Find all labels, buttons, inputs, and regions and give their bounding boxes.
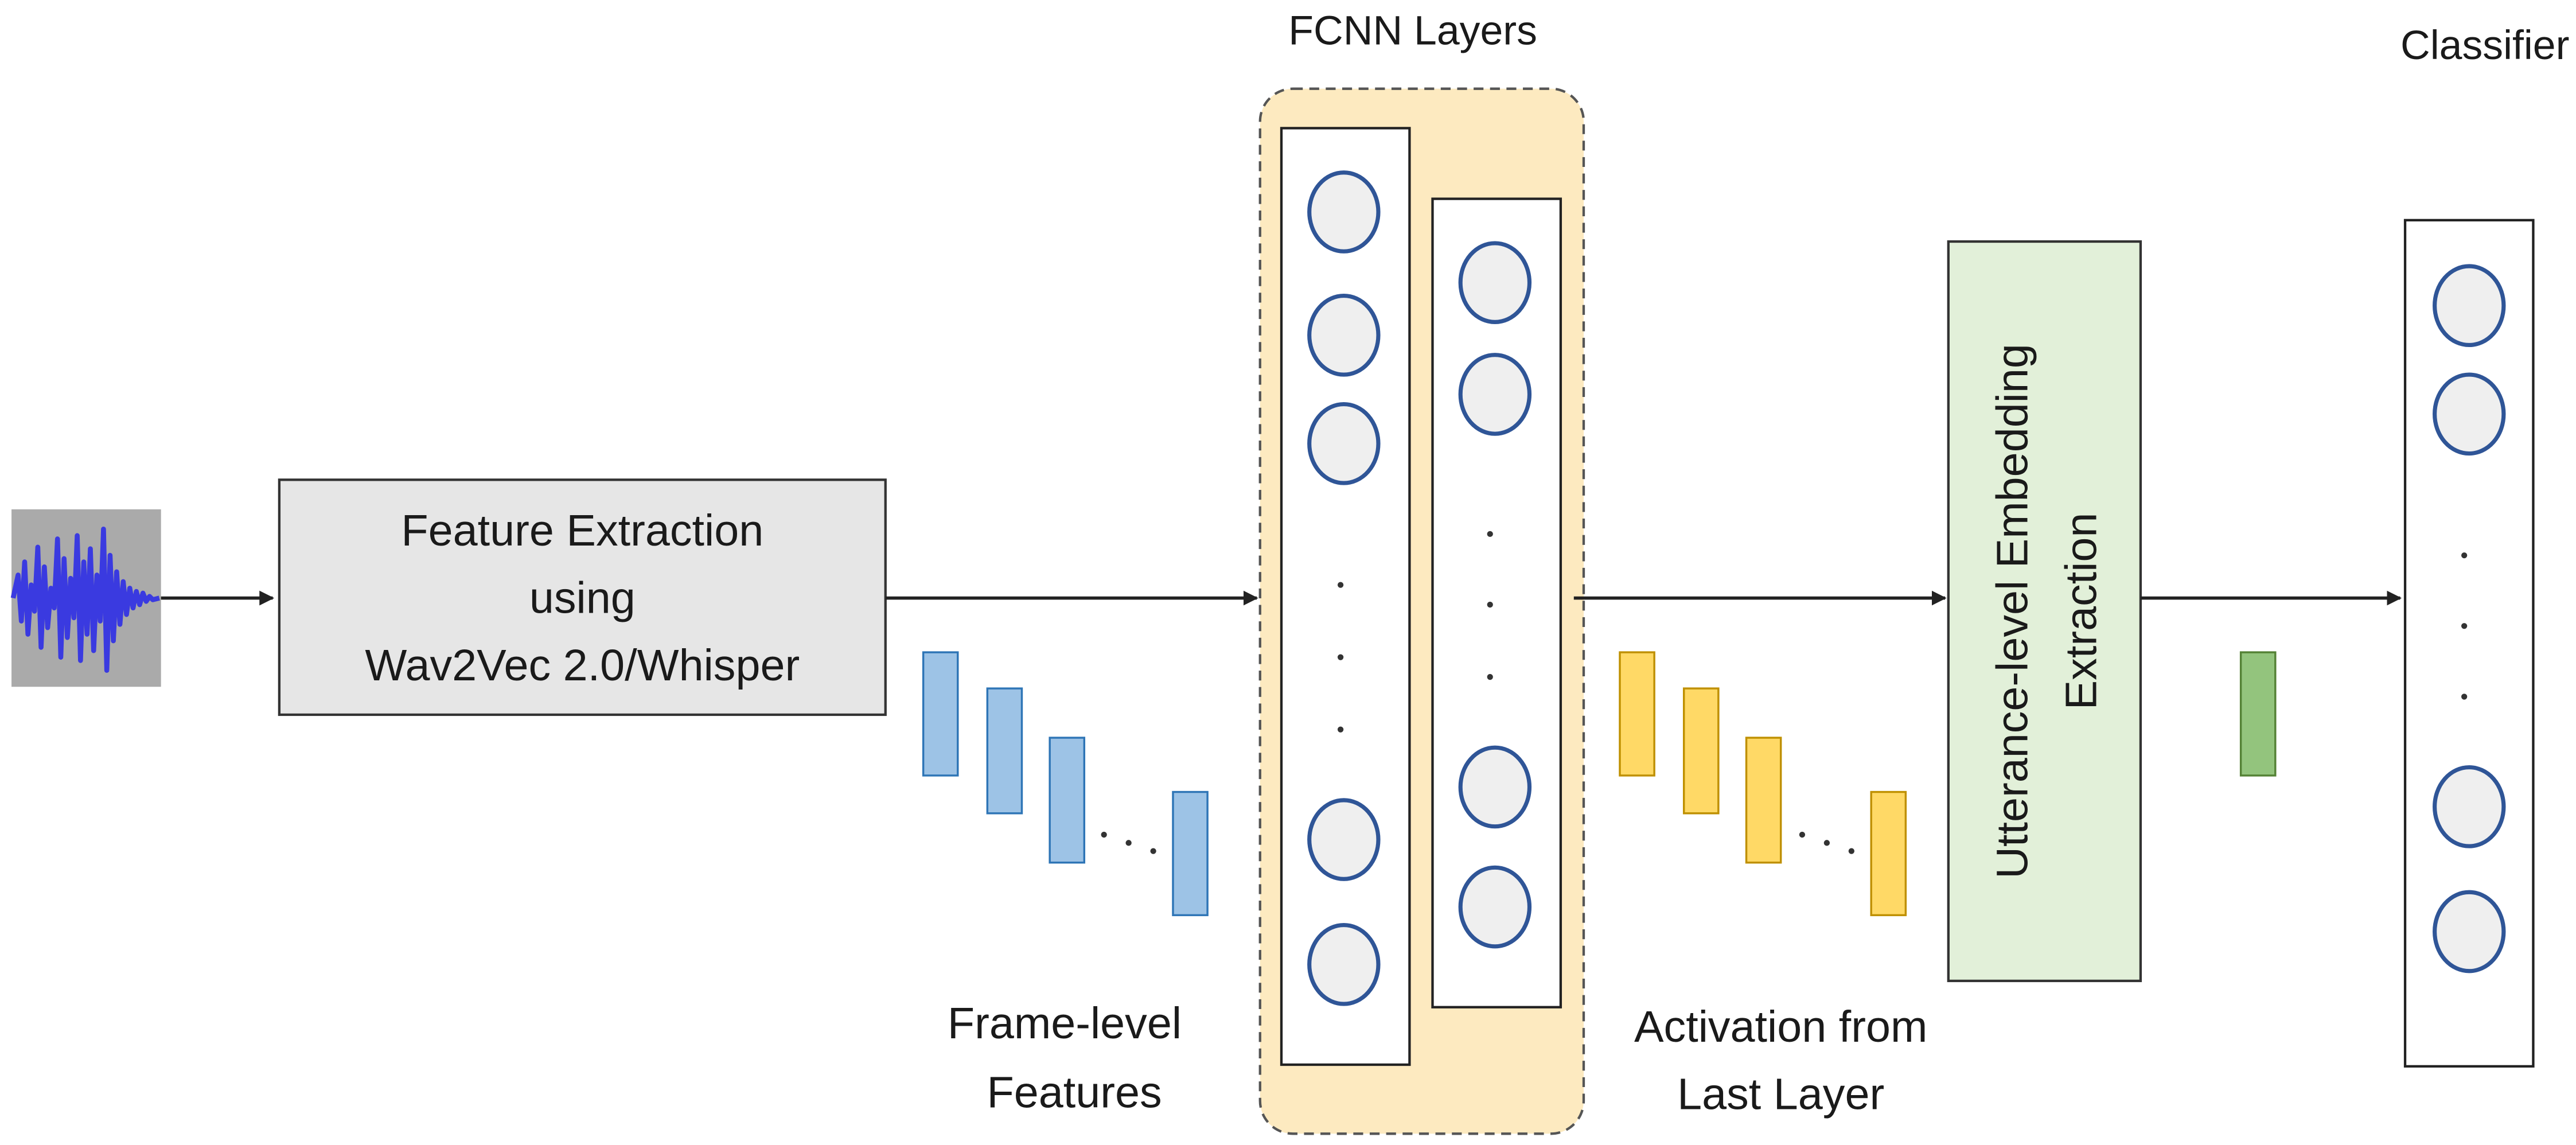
activation-label-line-2: Last Layer <box>1677 1069 1884 1119</box>
classifier-title: Classifier <box>2400 22 2569 68</box>
activation-bar <box>1870 790 1907 917</box>
neuron-circle-icon <box>2433 765 2506 848</box>
ellipsis-dot <box>1125 840 1132 846</box>
activation-bar <box>1745 737 1782 864</box>
neuron-circle-icon <box>1458 353 1532 436</box>
utterance-label-line-2: Extraction <box>2057 513 2106 710</box>
neuron-circle-icon <box>1307 798 1381 881</box>
ellipsis-dot <box>1799 831 1806 838</box>
ellipsis-dot <box>1487 673 1493 680</box>
neuron-circle-icon <box>2433 372 2506 456</box>
ellipsis-dot <box>2461 623 2468 629</box>
feature-extraction-line-2: using <box>529 573 636 622</box>
activation-features <box>1619 651 1907 917</box>
neuron-circle-icon <box>1307 293 1381 377</box>
neuron-circle-icon <box>1307 402 1381 485</box>
neuron-circle-icon <box>1458 241 1532 324</box>
fcnn-layers-block <box>1258 87 1585 1135</box>
utterance-embedding-vector <box>2239 651 2277 777</box>
frame-level-features <box>922 651 1209 917</box>
neuron-circle-icon <box>1307 922 1381 1006</box>
audio-waveform-icon <box>10 509 161 687</box>
ellipsis-dot <box>1823 840 1830 846</box>
neuron-circle-icon <box>1307 170 1381 254</box>
fcnn-title: FCNN Layers <box>1288 7 1537 53</box>
neuron-circle-icon <box>2433 890 2506 973</box>
frame-level-label-line-1: Frame-level <box>948 999 1182 1048</box>
frame-feature-bar <box>986 687 1023 815</box>
ellipsis-dot <box>1101 831 1107 838</box>
feature-extraction-line-3: Wav2Vec 2.0/Whisper <box>365 641 800 690</box>
neuron-circle-icon <box>2433 264 2506 348</box>
utterance-label-line-1: Utterance-level Embedding <box>1987 344 2037 879</box>
frame-feature-bar <box>1049 737 1086 864</box>
activation-bar <box>1682 687 1720 815</box>
neuron-circle-icon <box>1458 865 1532 949</box>
ellipsis-dot <box>2461 552 2468 559</box>
feature-extraction-box: Feature Extraction using Wav2Vec 2.0/Whi… <box>278 478 887 716</box>
ellipsis-dot <box>1337 582 1344 588</box>
neuron-circle-icon <box>1458 745 1532 829</box>
ellipsis-dot <box>1487 531 1493 538</box>
ellipsis-dot <box>1150 848 1156 854</box>
activation-bar <box>1619 651 1655 777</box>
ellipsis-dot <box>1487 601 1493 608</box>
frame-level-label-line-2: Features <box>987 1068 1162 1117</box>
utterance-embedding-box: Utterance-level Embedding Extraction <box>1947 240 2142 983</box>
frame-feature-bar <box>922 651 959 777</box>
frame-feature-bar <box>1172 790 1209 917</box>
fcnn-layer-1 <box>1280 127 1411 1066</box>
ellipsis-dot <box>1848 848 1854 854</box>
ellipsis-dot <box>1337 654 1344 660</box>
ellipsis-dot <box>2461 694 2468 700</box>
feature-extraction-line-1: Feature Extraction <box>401 506 763 555</box>
activation-label-line-1: Activation from <box>1634 1002 1927 1051</box>
classifier-block <box>2403 219 2535 1068</box>
ellipsis-dot <box>1337 726 1344 733</box>
